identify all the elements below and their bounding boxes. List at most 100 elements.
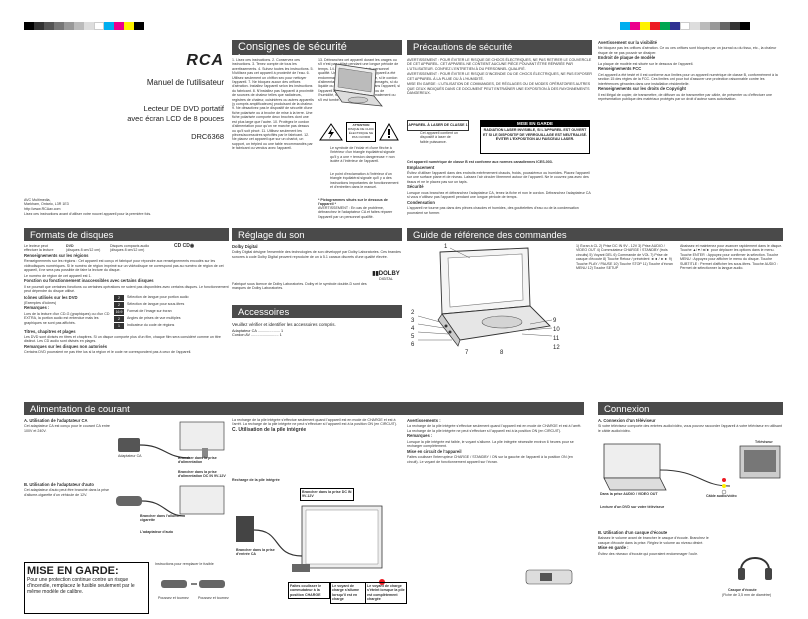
titles-text: Les DVD sont divisés en titres et chapit… [24,335,221,344]
guide-callout-5: 5 [411,334,415,340]
guide-callout-11: 11 [553,336,560,342]
laser-class-box: APPAREIL À LASER DE CLASSE 1 [407,120,469,131]
guide-callout-2: 2 [411,310,415,316]
precaution-text-1: AVERTISSEMENT : POUR ÉVITER LE RISQUE DE… [407,58,592,71]
cover-panel: RCA Manuel de l'utilisateur Lecteur DE D… [24,40,224,218]
adapter-label: Adaptateur CA [118,454,142,458]
connection-b-title: B. Utilisation d'un casque d'écoute [598,530,668,535]
fuse-title: Instructions pour remplacer le fusible [155,562,214,566]
caution-laser-box: MISE EN GARDE RADIATION LASER INVISIBLE,… [480,120,590,154]
dolby-licence: Fabriqué sous licence de Dolby Laborator… [232,282,367,291]
power-right-column: Avertissements : La recharge de la pile … [407,418,585,465]
warnings-title: Avertissements : [407,418,441,423]
accessory-item: Adaptateur CA ..................... 1 [232,329,284,333]
condensation-text: L'appareil ne tourne pas dans des pièces… [407,206,579,215]
exclaim-caption: Le point d'exclamation à l'intérieur d'u… [330,172,399,190]
dolby-title: Dolby Digital [232,244,258,249]
product-name-1: Lecteur DE DVD portatif [143,104,224,113]
power-b-text: Cet adaptateur d'auto peut être branché … [24,488,109,497]
power-a-title: A. Utilisation de l'adaptateur CA [24,418,88,423]
power-a: A. Utilisation de l'adaptateur CA Cet ad… [24,418,114,434]
icons-footnote: * Pictogrammes situés sur le dessous de … [318,198,388,207]
power-on-text: Faites coulisser l'interrupteur CHARGE /… [407,455,573,464]
fuse-diagram [155,574,235,614]
player-diagram [410,244,560,354]
region-note: Le numéro de région de cet appareil est … [24,273,92,278]
power-c-title: C. Utilisation de la pile intégrée [232,427,307,433]
connection-b-text: Baissez le volume avant de brancher le c… [598,536,709,545]
region-globe-icon: 1 [114,322,124,329]
copyright-title: Renseignements sur les droits de Copyrig… [598,86,686,92]
accessories-header: Accessoires [232,305,402,318]
unauthorized-text: Certains DVD pourraient ne pas être lus … [24,350,192,355]
guide-callout-3: 3 [411,318,415,324]
functions-title: Fonction ou fonctionnement inaccessibles… [24,278,154,284]
power-b: B. Utilisation de l'adaptateur d'auto Ce… [24,482,114,498]
precaution-text-3: MISE EN GARDE : L'UTILISATION DE COMMAND… [407,82,591,96]
power-c-warnings: La recharge de la pile intégrée s'effect… [232,418,397,427]
guide-callout-7: 7 [465,350,469,356]
fuse-step-2: Poussez et tournez [198,596,229,600]
precautions-body: AVERTISSEMENT : POUR ÉVITER LE RISQUE DE… [407,58,592,97]
power-remarks-title: Remarques : [407,433,433,439]
cd-format: Disques compacts audio(disques 8 cm/12 c… [110,244,150,253]
connection-a: A. Connexion d'un téléviseur Si votre té… [598,418,783,434]
website-url[interactable]: http://www.RCAav.com [24,206,61,211]
remarks-text: Lors de la lecture d'un CD-G (graphiques… [24,311,110,325]
connection-a-text: Si votre téléviseur comporte des entrées… [598,424,782,433]
dolby-digital-logo: ▮▮DOLBY DIGITAL [372,271,400,281]
lightning-caption: Le symbole de l'éclair et d'une flèche à… [330,146,395,164]
formats-intro: Le lecteur peut effectuer la lecture [24,244,54,253]
fuse-caution-box: MISE EN GARDE: Pour une protection conti… [24,562,149,614]
dvd-logo: DVD(disques 8 cm/12 cm) [66,244,101,253]
security-text: Lorsque vous branchez et débranchez l'ad… [407,190,591,200]
double-d-icon: ▮▮ [372,271,379,277]
speech-bubble-icon: 2 [114,294,124,301]
power-a-text: Cet adaptateur CA est conçu pour le cour… [24,424,110,433]
formats-body: Le lecteur peut effectuer la lecture DVD… [24,243,229,356]
caution-title: MISE EN GARDE: [27,565,119,577]
battery-label: Recharge de la pile intégrée [232,478,280,482]
cable-label: Câble audio/vidéo [706,494,737,498]
model-number: DRC6368 [191,132,224,141]
precautions-right-column: Avertissement sur la visibilité Ne bloqu… [598,40,783,103]
to-dc-label: Brancher dans la prise d'alimentation DC… [178,470,226,479]
ventilation-title: Avertissement sur la visibilité [598,40,657,45]
accessories-text: Veuillez vérifier et identifier les acce… [232,322,336,327]
guide-callout-12: 12 [553,345,560,351]
placement-title: Emplacement [407,164,435,170]
connection-b: B. Utilisation d'un casque d'écoute Bais… [598,530,718,557]
accessory-item: Cordon AV .......................... 1 [232,333,282,337]
remarks-title: Remarques : [24,305,50,311]
placement-text: Évitez d'utiliser l'appareil dans des en… [407,171,590,184]
icons-title: Icônes utilisés sur les DVD [24,294,78,300]
tv-label: Téléviseur [755,440,773,444]
tv-connection-diagram [600,440,783,510]
condensation-title: Condensation [407,199,435,205]
power-c: La recharge de la pile intégrée s'effect… [232,418,402,433]
subtitle-icon: 2 [114,301,124,308]
guide-list-right: Abaissez et maintenez pour avancer rapid… [680,244,783,271]
cd-logos: CD CD◉ [174,243,195,249]
region-title: Renseignements sur les régions [24,252,89,258]
power-on-title: Mise en circuit de l'appareil [407,448,462,454]
safety-items-left: 1. Lisez ces instructions. 2. Conservez … [232,58,314,151]
manual-title: Manuel de l'utilisateur [146,78,224,87]
car-to-socket-label: Brancher dans l'allume-cigarette [140,514,181,523]
address-line-2: Markham, Ontario, L3R 1E3 [24,202,69,207]
camera-angle-icon: 2 [114,315,124,322]
fcc-title: Renseignements FCC [598,66,642,72]
precautions-body-2: Cet appareil numérique de classe B est c… [407,160,592,216]
guide-callout-4: 4 [411,326,415,332]
exclaim-warning-box [378,122,400,142]
connection-header: Connexion [598,402,783,415]
lightning-warning-box [318,122,344,142]
headphone-warning-text: Évitez des niveaux d'écoute qui pourraie… [598,551,699,556]
rca-logo: RCA [186,52,224,69]
guide-callout-1: 1 [444,244,448,250]
product-name-2: avec écran LCD de 8 pouces [127,114,224,123]
